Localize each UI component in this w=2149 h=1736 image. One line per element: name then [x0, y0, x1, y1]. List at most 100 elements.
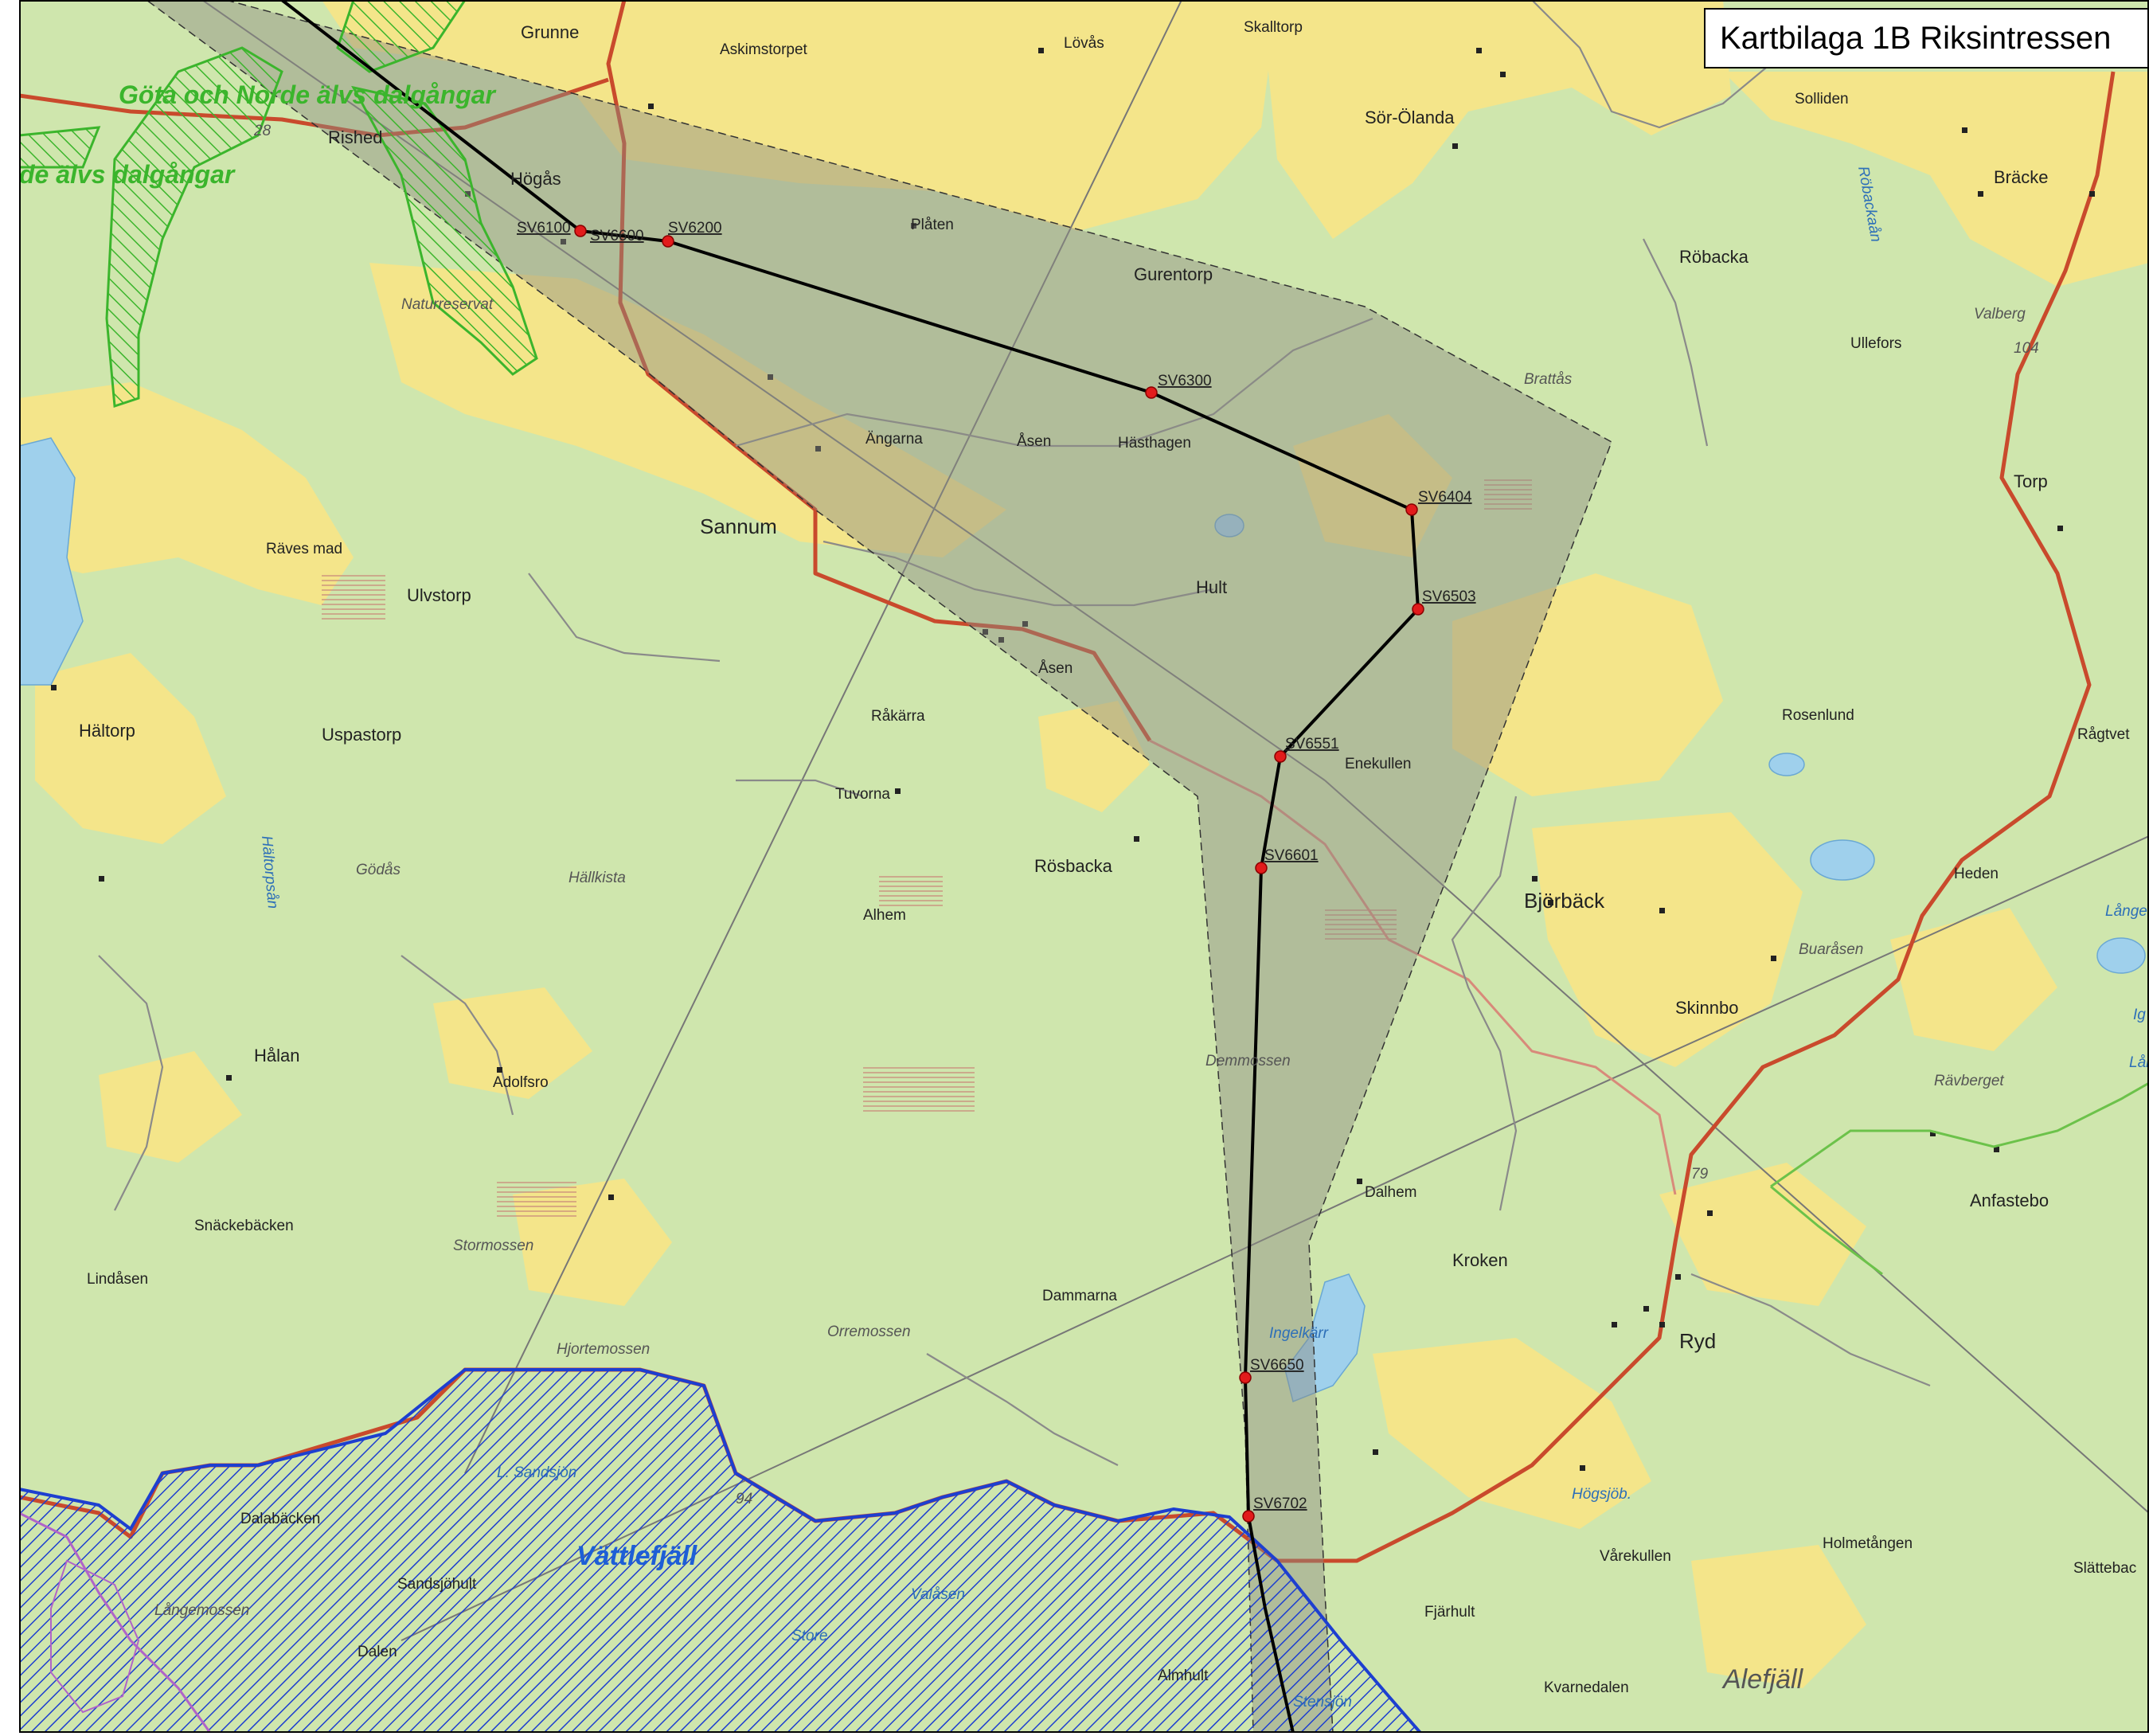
place-label: Kroken [1452, 1250, 1508, 1270]
water-label: Valåsen [911, 1586, 965, 1603]
place-label: Dalen [358, 1644, 397, 1660]
terrain-label: Rävberget [1934, 1073, 2004, 1089]
place-label: Björbäck [1524, 889, 1605, 913]
riksintresse-label-gota: Göta och Norde älvs dalgångar [119, 80, 497, 109]
place-label: Bräcke [1994, 167, 2048, 187]
place-label: Sandsjöhult [397, 1576, 477, 1593]
open-land-areas [19, 0, 2149, 1688]
place-label: Solliden [1795, 91, 1849, 108]
map-frame[interactable]: SV6100 SV6600 SV6200 SV6300 SV6404 SV650… [19, 0, 2149, 1733]
route-point-sv6503[interactable] [1412, 603, 1424, 616]
route-point-sv6200[interactable] [662, 235, 674, 248]
place-label: Alhem [863, 907, 906, 924]
place-label: Räves mad [266, 541, 342, 557]
route-label-sv6200: SV6200 [668, 220, 722, 237]
road-number: 28 [253, 123, 272, 139]
road-number: 94 [736, 1491, 752, 1507]
lake-small-2 [1810, 839, 1875, 881]
place-label: Åsen [1038, 660, 1073, 677]
lake-ingelkarr [1284, 1273, 1366, 1403]
place-label: Hältorp [79, 721, 135, 741]
riksintresse-blue-area [19, 1368, 1423, 1733]
place-label: Gurentorp [1134, 264, 1213, 284]
riksintresse-green-area [19, 0, 538, 409]
route-points [574, 225, 1424, 1523]
place-label: Hästhagen [1118, 435, 1191, 452]
place-label: Plåten [911, 217, 954, 233]
place-label: Rågtvet [2077, 726, 2130, 743]
place-label: Askimstorpet [720, 41, 808, 58]
route-label-sv6300: SV6300 [1158, 373, 1212, 389]
lake-west [19, 437, 84, 686]
place-label: Enekullen [1345, 756, 1411, 772]
place-label: Råkärra [871, 708, 925, 725]
place-label: Rished [328, 127, 382, 147]
place-label: Sör-Ölanda [1365, 108, 1455, 127]
route-point-sv6650[interactable] [1239, 1371, 1252, 1384]
terrain-label: Orremossen [827, 1324, 911, 1340]
riksintresse-green-east [1770, 1081, 2149, 1276]
marsh-areas [322, 478, 1532, 1218]
terrain-label: Valberg [1974, 306, 2026, 323]
place-label: Snäckebäcken [194, 1218, 294, 1234]
place-label: Ullefors [1850, 335, 1901, 352]
place-label: Rösbacka [1034, 856, 1113, 876]
terrain-label: Demmossen [1205, 1053, 1291, 1069]
route-point-sv6702[interactable] [1242, 1510, 1255, 1523]
terrain-label: Alefjäll [1721, 1664, 1804, 1695]
place-label: Hålan [254, 1046, 299, 1065]
route-point-sv6551[interactable] [1274, 750, 1287, 763]
place-label: Kvarnedalen [1544, 1679, 1629, 1696]
buildings [51, 48, 2095, 1471]
terrain-labels: Naturreservat Brattås Valberg Hällkista … [154, 296, 2026, 1695]
place-label: Fjärhult [1424, 1604, 1475, 1621]
route-label-sv6601: SV6601 [1264, 847, 1319, 864]
place-label: Ängarna [865, 431, 923, 448]
route-point-sv6404[interactable] [1405, 503, 1418, 516]
terrain-label: Långemossen [154, 1602, 249, 1619]
place-label: Torp [2014, 471, 2048, 491]
water-label: Ingelkärr [1269, 1325, 1329, 1342]
place-label: Holmetången [1823, 1535, 1913, 1552]
route-point-sv6300[interactable] [1145, 386, 1158, 399]
place-label: Hult [1196, 577, 1227, 597]
water-label: Store [791, 1628, 827, 1644]
place-label: Heden [1954, 866, 1999, 882]
riksintresse-label-norde: de älvs dalgångar [19, 160, 236, 189]
route-label-sv6702: SV6702 [1253, 1496, 1307, 1512]
route-label-sv6650: SV6650 [1250, 1357, 1304, 1374]
water-label: Långek [2105, 903, 2149, 920]
roads-minor [98, 0, 1931, 1466]
terrain-label: Stormossen [453, 1237, 533, 1254]
water-label: Lån [2129, 1054, 2149, 1071]
water-label: L. Sandsjön [497, 1464, 576, 1481]
route-label-sv6404: SV6404 [1418, 489, 1472, 506]
route-point-sv6100[interactable] [574, 225, 587, 237]
place-label: Högås [510, 169, 561, 189]
place-label: Röbacka [1679, 247, 1749, 267]
route-label-sv6100: SV6100 [517, 220, 571, 237]
road-number: 79 [1691, 1166, 1709, 1183]
riksintresse-label-vattlefjall: Vättlefjäll [576, 1541, 698, 1571]
water-label: Stensjön [1293, 1694, 1352, 1711]
map-title: Kartbilaga 1B Riksintressen [1704, 8, 2149, 68]
riksintresse-purple-area [19, 1511, 212, 1733]
terrain-label: Hällkista [569, 870, 626, 886]
terrain-label: Naturreservat [401, 296, 494, 313]
lake-small-4 [1768, 753, 1805, 776]
place-label: Rosenlund [1782, 707, 1854, 724]
place-label: Anfastebo [1970, 1191, 2049, 1210]
place-label: Uspastorp [322, 725, 401, 745]
place-label: Slättebac [2073, 1560, 2136, 1577]
place-label: Dalhem [1365, 1184, 1416, 1201]
route-point-sv6601[interactable] [1255, 862, 1268, 874]
place-label: Åsen [1017, 433, 1051, 450]
place-labels-major: Grunne Rished Högås Sannum Ulvstorp Hält… [79, 22, 2049, 1353]
terrain-label: Buaråsen [1799, 941, 1863, 958]
route-label-sv6551: SV6551 [1285, 736, 1339, 753]
map-canvas[interactable]: SV6100 SV6600 SV6200 SV6300 SV6404 SV650… [19, 0, 2149, 1733]
water-labels: Röbackaån Hältorpsån Ingelkärr Högsjöb. … [258, 165, 2149, 1711]
place-label: Adolfsro [493, 1074, 549, 1091]
lake-small-3 [2096, 937, 2146, 974]
place-label: Ryd [1679, 1329, 1716, 1353]
